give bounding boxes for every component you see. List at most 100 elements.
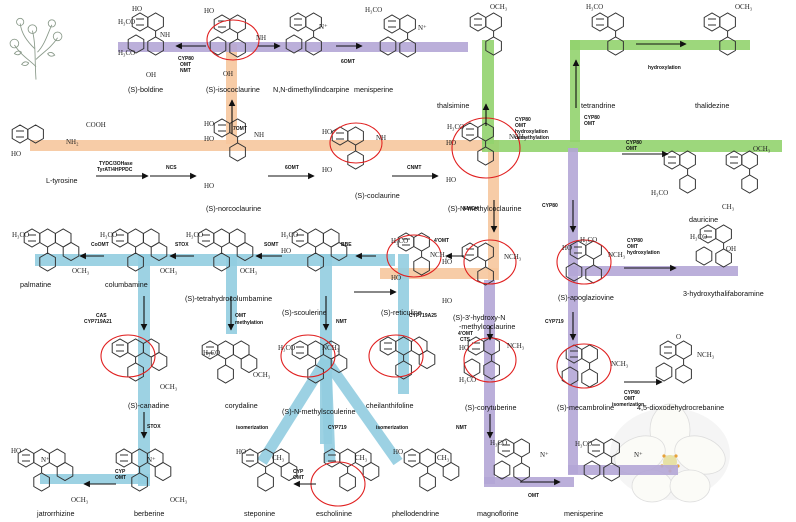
circle-isococlaurine	[206, 19, 260, 61]
compound-berberine: berberine	[134, 509, 165, 518]
enzyme-cyp80-isom-1: CYP80	[624, 390, 640, 396]
atom-nch3-3oh: NCH₃	[504, 253, 522, 261]
enzyme-cooomt: CoOMT	[91, 242, 109, 248]
atom-och3-canadine: OCH₃	[160, 383, 178, 391]
atom-och3-thalsimine: OCH₃	[490, 3, 508, 11]
atom-ho-isococlaurine: HO	[204, 7, 215, 15]
enzyme-nmt-bottom: NMT	[456, 425, 467, 431]
atom-h3co-reticuline: H₃CO	[391, 237, 409, 245]
enzyme-cyp719a21: CYP719A21	[84, 319, 112, 325]
atom-oh-isococlaurine: OH	[223, 70, 234, 78]
compound-s-n-methylcoclaurine: (S)-N-methylcoclaurine	[448, 204, 522, 213]
enzyme-cas: CAS	[96, 313, 107, 319]
compound-dauricine: dauricine	[689, 215, 719, 224]
enzyme-nmt-mid: NMT	[336, 319, 347, 325]
atom-h3co-menisperine-b: H₃CO	[575, 440, 593, 448]
atom-h3co-boldine-2: H₃CO	[118, 49, 136, 57]
compound-nn-dimethyllindcarpine: N,N-dimethyllindcarpine	[273, 85, 350, 94]
circle-3-hydroxy	[463, 239, 517, 285]
atom-ho-3oh-1: HO	[442, 258, 453, 266]
enzyme-cyp80-tet-2: OMT	[584, 121, 596, 127]
atom-h3co-3htfb: H₃CO	[690, 233, 708, 241]
atom-nch3-mecambroline: NCH₃	[611, 360, 629, 368]
compound-jatrorrhizine: jatrorrhizine	[37, 509, 75, 518]
atom-och3-palmatine: OCH₃	[72, 267, 90, 275]
atom-ho-apoglaziovine: HO	[562, 244, 573, 252]
atom-och3-thalidezine: OCH₃	[735, 3, 753, 11]
atom-nh-boldine: NH	[160, 31, 171, 39]
atom-ho-corytuberine: HO	[459, 344, 470, 352]
chemical-structures	[11, 12, 758, 492]
atom-ho-coclaurine-1: HO	[322, 128, 333, 136]
enzyme-cyp80-tet-1: CYP80	[584, 115, 600, 121]
atom-ho-3oh-2: HO	[442, 297, 453, 305]
atom-ho-phellodendrine: HO	[393, 448, 404, 456]
atom-nh2: NH₂	[66, 138, 79, 146]
structure-phellodendrine	[403, 448, 460, 492]
compound-s-tetrahydrocolumbamine: (S)-tetrahydrocolumbamine	[185, 294, 273, 303]
structure-s-mecambroline	[561, 344, 598, 388]
atom-ho-tyrosine: HO	[11, 150, 22, 158]
band-purple-hyd	[568, 266, 738, 276]
atom-ho-norcoclaurine-3: HO	[204, 182, 215, 190]
atom-och3-thc: OCH₃	[240, 267, 258, 275]
atom-ho-reticuline: HO	[391, 274, 402, 282]
enzyme-4omt-cts-2: CTS	[460, 337, 470, 343]
atom-ho-nmc: HO	[446, 139, 457, 147]
atom-nplus-menisperine: N⁺	[418, 24, 427, 32]
structure-columbamine	[111, 228, 168, 272]
circle-reticuline	[386, 234, 442, 278]
compound-escholinine: escholinine	[316, 509, 352, 518]
structure-escholinine	[323, 448, 380, 492]
structure-thalsimine	[469, 12, 502, 56]
compound-magnoflorine: magnoflorine	[477, 509, 519, 518]
compound-s-canadine: (S)-canadine	[128, 401, 170, 410]
structure-cheilanthifoline	[379, 336, 436, 380]
atom-h3co-menisperine: H₃CO	[365, 6, 383, 14]
atom-h3co-corytuberine: H₃CO	[459, 376, 477, 384]
compound-l-tyrosine: L-tyrosine	[46, 176, 78, 185]
structure-tetrandrine	[591, 12, 624, 56]
atom-h3co-corydaline: H₃CO	[203, 349, 221, 357]
compound-thalsimine: thalsimine	[437, 101, 470, 110]
enzyme-cyp-omt-b1: CYP	[293, 469, 304, 475]
compound-s-isococlaurine: (S)-isococlaurine	[206, 85, 260, 94]
enzyme-cyp80-isom-3: isomerization	[612, 402, 645, 408]
atom-nch3-dioxo: NCH₃	[697, 351, 715, 359]
enzyme-omt-meth-2: methylation	[235, 320, 264, 326]
compound-menisperine-bottom: menisperine	[564, 509, 604, 518]
enzyme-nmch: NMCH	[463, 206, 478, 212]
atom-ho-scoulerine: HO	[281, 247, 292, 255]
enzyme-7omt: 7OMT	[233, 126, 247, 132]
structure-magnoflorine	[493, 438, 530, 482]
enzyme-cyp80-hyd-2: OMT	[627, 244, 639, 250]
atom-h3co-thc: H₃CO	[186, 231, 204, 239]
enzyme-cyp719a25: CYP719A25	[409, 313, 437, 319]
atom-nh-norcoclaurine: NH	[254, 131, 265, 139]
band-blue-can	[138, 254, 150, 486]
enzyme-bbe: BBE	[341, 242, 352, 248]
compound-s-boldine: (S)-boldine	[128, 85, 164, 94]
enzyme-stox-b: STOX	[147, 424, 161, 430]
atom-och3-berberine: OCH₃	[170, 496, 188, 504]
compound-s-coclaurine: (S)-coclaurine	[355, 191, 400, 200]
compound-menisperine-top: menisperine	[354, 85, 394, 94]
atom-h3co-boldine: H₃CO	[118, 18, 136, 26]
band-purple-right	[568, 148, 578, 474]
atom-och3-columbamine: OCH₃	[160, 267, 178, 275]
enzyme-4omt-a: 4'OMT	[434, 238, 450, 244]
band-blue-jatro	[40, 474, 150, 484]
enzyme-cyp80-dau-2: OMT	[626, 146, 638, 152]
structure-dauricine-right	[725, 150, 758, 194]
structure-s-boldine	[127, 12, 164, 56]
circle-mecambroline	[556, 343, 612, 389]
enzyme-somt: SOMT	[264, 242, 279, 248]
atom-nplus-dml: N⁺	[319, 23, 328, 31]
enzyme-cyp80-isoco-2: OMT	[180, 62, 192, 68]
structure-dauricine	[663, 150, 696, 194]
compound-cheilanthifoline: cheilanthifoline	[366, 401, 414, 410]
enzyme-stox-a: STOX	[175, 242, 189, 248]
enzyme-isomerization-r: isomerization	[376, 425, 409, 431]
structure-s-reticuline	[397, 232, 430, 276]
flower-icon	[610, 403, 730, 503]
